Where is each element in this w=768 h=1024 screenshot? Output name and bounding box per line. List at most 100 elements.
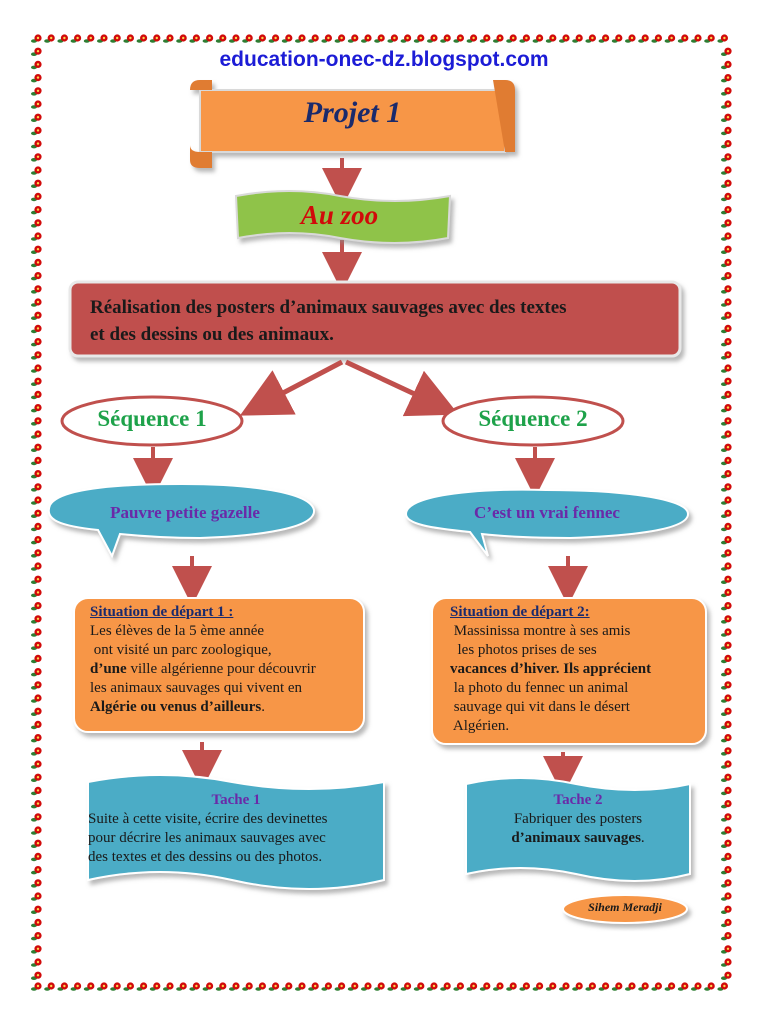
projet-scroll (190, 80, 515, 168)
border-flower (721, 945, 732, 954)
border-flower (202, 34, 214, 43)
situation2-line: Massinissa montre à ses amis (450, 623, 631, 639)
border-flower (31, 404, 42, 413)
border-flower (721, 60, 732, 70)
situation2-line: les photos prises de ses (450, 642, 597, 658)
border-flower (585, 982, 597, 991)
border-flower (189, 982, 200, 991)
border-flower (31, 153, 42, 162)
border-flower (295, 34, 306, 43)
border-flower (721, 602, 732, 611)
border-flower (57, 34, 68, 43)
border-flower (721, 800, 732, 809)
border-flower (31, 390, 42, 400)
border-flower (493, 982, 504, 991)
situation1-line: d’une ville algérienne pour découvrir (90, 660, 360, 679)
tache2-text: Tache 2 Fabriquer des posters d’animaux … (466, 791, 690, 848)
border-flower (361, 982, 372, 991)
border-flower (31, 760, 42, 769)
border-flower (31, 179, 42, 188)
border-flower (721, 971, 732, 980)
border-flower (374, 34, 385, 43)
situation1-bold: d’une (90, 661, 127, 677)
border-flower (57, 982, 68, 991)
situation1-line: Algérie ou venus d’ailleurs. (90, 698, 360, 717)
border-flower (721, 324, 732, 334)
bubble-2 (404, 488, 690, 557)
border-flower (721, 377, 732, 387)
border-flower (559, 982, 570, 991)
border-flower (31, 60, 42, 70)
situation2-heading: Situation de départ 2: (450, 604, 590, 620)
tache1-heading: Tache 1 (211, 792, 261, 808)
situation1-span: ville algérienne pour découvrir (126, 661, 316, 677)
border-flower (721, 892, 732, 901)
border-flower (453, 34, 464, 43)
border-flower (31, 562, 42, 571)
tache1-box (87, 774, 385, 890)
border-flower (321, 34, 332, 43)
border-flower (466, 982, 478, 991)
border-flower (31, 338, 42, 347)
sequence2-title: C’est un vrai fennec (474, 503, 620, 522)
border-flower (506, 982, 517, 991)
border-flower (374, 982, 385, 991)
theme-title: Au zoo (300, 200, 379, 230)
border-flower (110, 34, 121, 43)
border-flower (31, 786, 42, 796)
border-flower (31, 720, 42, 730)
border-flower (163, 982, 174, 991)
border-flower (31, 285, 42, 294)
bubble-1 (47, 482, 316, 559)
zoo-banner (234, 190, 452, 244)
border-flower (281, 34, 293, 43)
border-flower (704, 982, 715, 991)
border-flower (83, 34, 95, 43)
border-flower (176, 982, 187, 991)
border-flower (721, 562, 732, 571)
border-flower (31, 905, 42, 914)
tache2-bold: d’animaux sauvages (511, 830, 641, 846)
border-flower (255, 34, 266, 43)
border-flower (638, 982, 649, 991)
border-flower (176, 34, 187, 43)
border-flower (721, 786, 732, 796)
border-flower (229, 982, 240, 991)
border-flower (110, 982, 121, 991)
site-url[interactable]: education-onec-dz.blogspot.com (219, 48, 549, 71)
border-flower (545, 982, 557, 991)
border-flower (31, 549, 42, 558)
border-flower (611, 34, 623, 43)
situation1-text: Situation de départ 1 : Les élèves de la… (90, 603, 360, 717)
border-flower (721, 879, 732, 888)
realisation-line1: Réalisation des posters d’animaux sauvag… (90, 297, 567, 318)
border-flower (545, 34, 557, 43)
border-flower (400, 982, 412, 991)
border-flower (31, 747, 42, 756)
border-flower (31, 430, 42, 439)
border-flower (506, 34, 517, 43)
border-flower (721, 483, 732, 492)
border-flower (31, 958, 42, 967)
border-flower (427, 982, 438, 991)
border-flower (308, 34, 319, 43)
border-flower (334, 34, 346, 43)
seq1-ellipse (60, 395, 244, 447)
border-flower (31, 615, 42, 624)
border-flower (721, 734, 732, 743)
border-flower (721, 641, 732, 650)
border-flower (721, 113, 732, 122)
border-flower (717, 34, 729, 43)
border-flower (321, 982, 332, 991)
border-flower (97, 34, 108, 43)
border-flower (440, 982, 451, 991)
border-flower (721, 760, 732, 769)
border-flower (44, 982, 55, 991)
border-flower (31, 140, 42, 149)
situation2-line: sauvage qui vit dans le désert (450, 699, 630, 715)
border-flower (413, 34, 425, 43)
border-flower (149, 34, 161, 43)
situation2-line: vacances d’hiver. Ils apprécient (450, 661, 652, 677)
border-flower (721, 628, 732, 637)
